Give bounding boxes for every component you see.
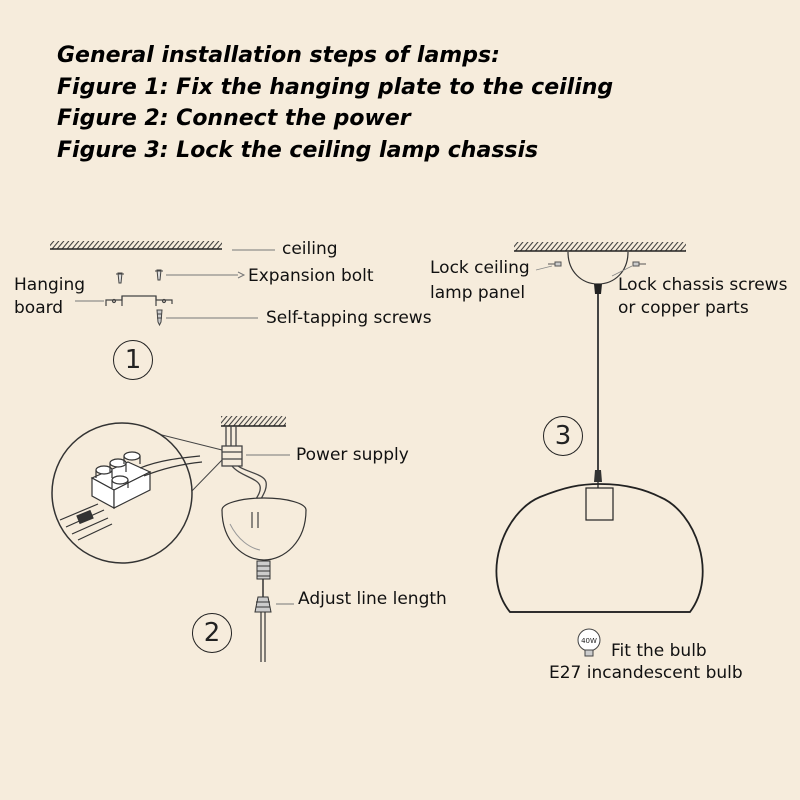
lock-ceiling-panel-label-line-1: Lock ceiling	[430, 258, 530, 278]
lock-chassis-label-line-2: or copper parts	[618, 298, 749, 318]
instructions-heading: General installation steps of lamps: Fig…	[57, 40, 613, 166]
heading-line-2: Figure 1: Fix the hanging plate to the c…	[57, 74, 614, 100]
cord-grip-bottom-icon	[254, 596, 272, 613]
step-2-badge: 2	[192, 613, 232, 653]
hanging-board-label-line-2: board	[14, 298, 64, 318]
bulb-wattage-text: 40W	[581, 637, 597, 645]
expansion-bolt-left-icon	[116, 272, 124, 284]
fit-bulb-label: Fit the bulb	[611, 641, 707, 661]
step-3-badge: 3	[543, 416, 583, 456]
power-cord	[260, 612, 266, 662]
step-1-badge: 1	[113, 340, 153, 380]
heading-line-1: General installation steps of lamps:	[57, 43, 500, 68]
chassis-lock-nut-icon	[594, 284, 602, 294]
lock-ceiling-panel-label-line-2: lamp panel	[430, 283, 526, 303]
detail-wires	[59, 455, 203, 541]
heading-line-4: Figure 3: Lock the ceiling lamp chassis	[57, 137, 539, 163]
terminal-block-icon	[90, 451, 152, 510]
bulb-icon: 40W	[577, 628, 601, 657]
ceiling-hatch-1	[50, 241, 222, 249]
figure-2-group	[51, 416, 307, 662]
figure-3-group	[495, 242, 704, 613]
canopy-icon	[221, 497, 307, 561]
lock-chassis-label-line-1: Lock chassis screws	[618, 275, 788, 295]
lamp-socket-icon	[585, 487, 614, 521]
power-supply-label: Power supply	[296, 445, 409, 465]
panel-screw-right-icon	[632, 261, 646, 267]
expansion-bolt-right-icon	[155, 269, 163, 281]
power-cable-icon	[221, 426, 267, 522]
adjust-line-length-label: Adjust line length	[298, 589, 447, 609]
cord-clamp-icon	[594, 470, 602, 482]
bulb-type-label: E27 incandescent bulb	[549, 663, 743, 683]
ceiling-hatch-3	[514, 242, 686, 251]
heading-line-3: Figure 2: Connect the power	[57, 106, 411, 131]
self-tapping-screws-label: Self-tapping screws	[266, 308, 432, 328]
zoom-detail-group	[51, 422, 223, 564]
ceiling-hatch-2	[221, 416, 286, 426]
panel-screw-left-icon	[548, 261, 562, 267]
figure-1-group	[50, 241, 275, 327]
ceiling-label: ceiling	[282, 239, 338, 259]
self-tapping-screw-icon	[156, 309, 163, 327]
hanging-board-icon	[105, 295, 173, 306]
hanging-board-label-line-1: Hanging	[14, 275, 86, 295]
expansion-bolt-label: Expansion bolt	[248, 266, 374, 286]
dome-shade-icon	[495, 483, 704, 613]
cord-grip-top-icon	[256, 560, 271, 580]
